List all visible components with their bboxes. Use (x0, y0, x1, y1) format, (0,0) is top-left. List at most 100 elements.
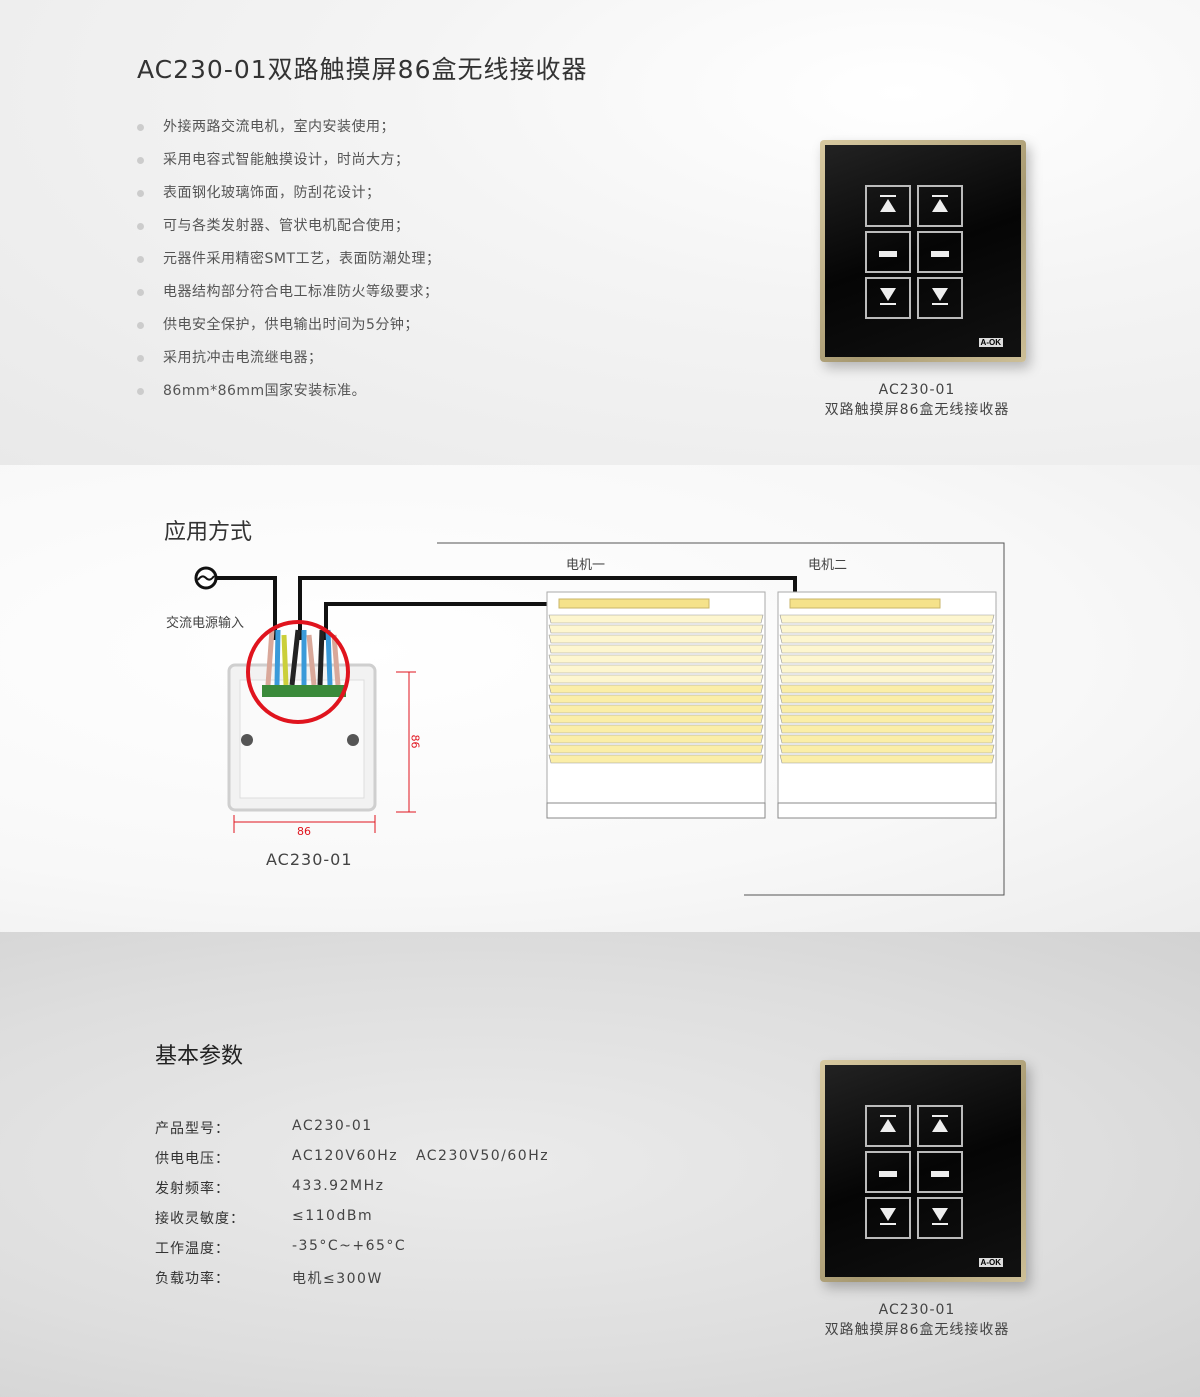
caption-model: AC230-01 (878, 1302, 956, 1318)
blind-slat (779, 634, 995, 644)
touch-stop-button (865, 231, 911, 273)
blind-slat (548, 654, 764, 664)
blind-slat (548, 614, 764, 624)
spec-value: -35°C~+65°C (292, 1238, 407, 1254)
touch-stop-button (865, 1151, 911, 1193)
feature-text: 供电安全保护，供电输出时间为5分钟； (163, 317, 419, 333)
bottom-rail (777, 802, 997, 819)
motor2-label: 电机二 (808, 558, 848, 573)
motor1-label: 电机一 (566, 558, 606, 573)
frame-line (437, 542, 1005, 896)
caption-name: 双路触摸屏86盒无线接收器 (824, 1322, 1010, 1338)
touch-down-button (917, 277, 963, 319)
terminal-highlight (246, 620, 350, 724)
feature-item: 元器件采用精密SMT工艺，表面防潮处理； (137, 248, 441, 268)
application-title: 应用方式 (164, 520, 253, 545)
touch-down-button (865, 277, 911, 319)
feature-text: 元器件采用精密SMT工艺，表面防潮处理； (163, 251, 441, 267)
bullet-icon (137, 354, 144, 362)
up-icon (878, 194, 898, 218)
feature-item: 外接两路交流电机，室内安装使用； (137, 116, 395, 136)
blind-slat (779, 754, 995, 764)
blind-slat (548, 714, 764, 724)
feature-item: 86mm*86mm国家安装标准。 (137, 380, 366, 400)
stop-icon (878, 1163, 898, 1182)
diagram-model: AC230-01 (266, 850, 353, 869)
blind-slat (779, 644, 995, 654)
blind-slat (779, 684, 995, 694)
feature-text: 外接两路交流电机，室内安装使用； (163, 119, 395, 135)
feature-text: 可与各类发射器、管状电机配合使用； (163, 218, 410, 234)
blind-slat (779, 724, 995, 734)
motor-tube (558, 598, 710, 609)
blind-slat (779, 704, 995, 714)
blind-slat (548, 744, 764, 754)
product-caption: AC230-01 双路触摸屏86盒无线接收器 (787, 380, 1047, 420)
up-icon (878, 1114, 898, 1138)
spec-label: 供电电压： (155, 1151, 230, 1167)
feature-item: 供电安全保护，供电输出时间为5分钟； (137, 314, 419, 334)
spec-value: AC230-01 (292, 1118, 373, 1134)
bullet-icon (137, 222, 144, 230)
blind-slat (548, 664, 764, 674)
feature-item: 采用电容式智能触摸设计，时尚大方； (137, 149, 410, 169)
spec-label: 产品型号： (155, 1121, 230, 1137)
caption-model: AC230-01 (878, 382, 956, 398)
brand-logo: A-OK (978, 338, 1003, 347)
feature-item: 表面钢化玻璃饰面，防刮花设计； (137, 182, 381, 202)
parameters-title: 基本参数 (155, 1044, 244, 1069)
spec-value: 电机≤300W (292, 1271, 383, 1287)
blind-slat (779, 734, 995, 744)
down-icon (878, 1206, 898, 1230)
bottom-rail (546, 802, 766, 819)
blind-slat (779, 664, 995, 674)
down-icon (930, 1206, 950, 1230)
feature-item: 采用抗冲击电流继电器； (137, 347, 323, 367)
motor-tube (789, 598, 941, 609)
product-caption-2: AC230-01 双路触摸屏86盒无线接收器 (787, 1300, 1047, 1340)
feature-text: 采用抗冲击电流继电器； (163, 350, 323, 366)
power-wire (216, 576, 277, 640)
motor2-wire (324, 602, 560, 640)
blind-slat (779, 694, 995, 704)
bullet-icon (137, 189, 144, 197)
touch-up-button (865, 1105, 911, 1147)
bullet-icon (137, 387, 144, 395)
down-icon (930, 286, 950, 310)
blind-slat (548, 624, 764, 634)
feature-text: 86mm*86mm国家安装标准。 (163, 383, 367, 399)
bullet-icon (137, 288, 144, 296)
up-icon (930, 1114, 950, 1138)
brand-logo: A-OK (978, 1258, 1003, 1267)
blind-slat (548, 684, 764, 694)
spec-value: ≤110dBm (292, 1208, 374, 1224)
touch-down-button (865, 1197, 911, 1239)
bullet-icon (137, 156, 144, 164)
blind-slat (548, 734, 764, 744)
spec-label: 负载功率： (155, 1271, 230, 1287)
feature-text: 采用电容式智能触摸设计，时尚大方； (163, 152, 410, 168)
stop-icon (930, 243, 950, 262)
blind-slat (548, 694, 764, 704)
touch-up-button (917, 1105, 963, 1147)
bullet-icon (137, 255, 144, 263)
wiring-diagram (194, 542, 1005, 896)
blind-slat (779, 714, 995, 724)
spec-label: 工作温度： (155, 1241, 230, 1257)
feature-item: 可与各类发射器、管状电机配合使用； (137, 215, 410, 235)
feature-text: 表面钢化玻璃饰面，防刮花设计； (163, 185, 381, 201)
blind-slat (548, 634, 764, 644)
up-icon (930, 194, 950, 218)
width-dimension: 86 (297, 825, 311, 838)
down-icon (878, 286, 898, 310)
touch-down-button (917, 1197, 963, 1239)
spec-value: AC120V60Hz AC230V50/60Hz (292, 1148, 550, 1164)
blind-slat (548, 704, 764, 714)
caption-name: 双路触摸屏86盒无线接收器 (824, 402, 1010, 418)
blind-slat (548, 724, 764, 734)
touch-stop-button (917, 1151, 963, 1193)
motor1-wire (298, 576, 797, 640)
blind-slat (548, 674, 764, 684)
blind-slat (548, 754, 764, 764)
stop-icon (878, 243, 898, 262)
